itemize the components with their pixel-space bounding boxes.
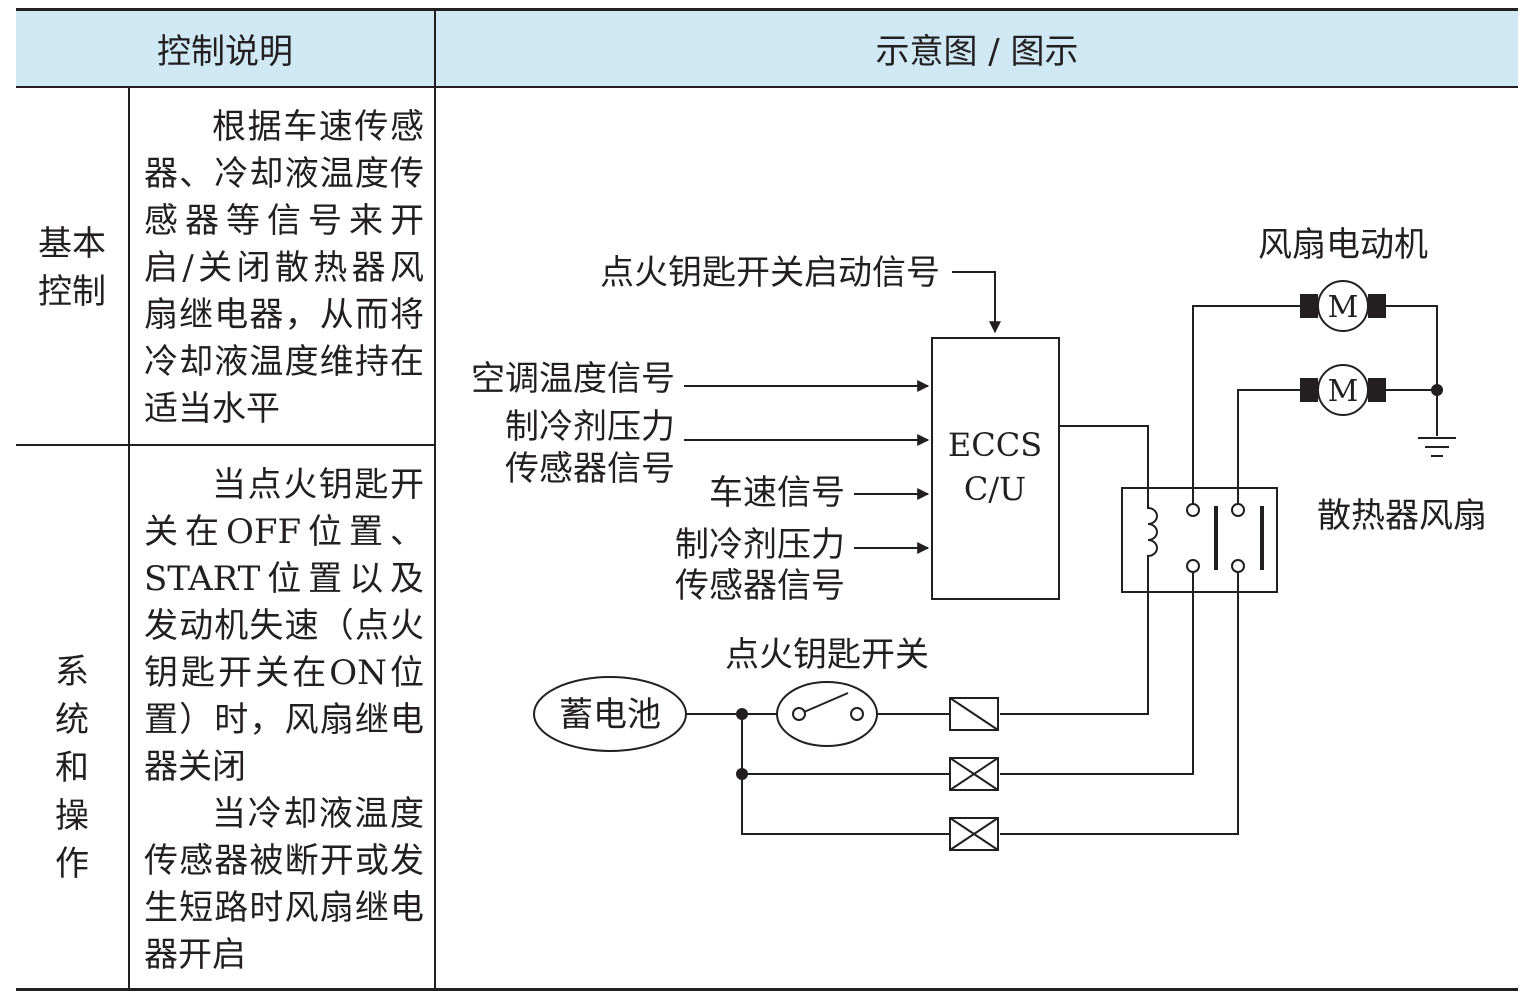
fuse-3-wire [1000, 572, 1239, 835]
fuse-2-diagonal [949, 757, 999, 791]
relay-contact [1231, 559, 1245, 573]
column-divider [434, 10, 436, 990]
ignition-switch-label: 点火钥匙开关 [725, 635, 929, 675]
motor-1-wire [1192, 305, 1300, 504]
system-operation-text-2: 当冷却液温度传感器被断开或发生短路时风扇继电器开启 [144, 794, 424, 975]
fuse-1-diagonal [949, 697, 999, 731]
fuse-2 [949, 757, 999, 791]
row-label-system-operation: 系统和操作 [55, 652, 89, 884]
top-rule [16, 8, 1518, 11]
relay-coil [1147, 498, 1158, 574]
refrigerant-pressure-signal-1-line1: 制冷剂压力 [505, 407, 675, 447]
motor-2-brush [1300, 378, 1318, 402]
row-description-basic-control: 根据车速传感器、冷却液温度传感器等信号来开启/关闭散热器风扇继电器，从而将冷却液… [144, 104, 424, 433]
junction-dot [736, 768, 748, 780]
junction-dot [736, 708, 748, 720]
radiator-fan-label: 散热器风扇 [1317, 496, 1487, 536]
fuse-1 [949, 697, 999, 731]
header-control-description: 控制说明 [157, 31, 293, 72]
ignition-start-signal-arrow [952, 271, 1001, 334]
motor-1-brush [1300, 294, 1318, 318]
ignition-start-signal-label: 点火钥匙开关启动信号 [600, 253, 940, 293]
header-diagram: 示意图 / 图示 [875, 31, 1079, 72]
battery-label: 蓄电池 [559, 695, 661, 735]
row-label-basic-control: 基本控制 [38, 224, 106, 312]
header-rule [16, 86, 1518, 88]
relay-contact [1231, 503, 1245, 517]
switch-contact [792, 707, 806, 721]
relay-contact [1186, 503, 1200, 517]
ecu-label-line1: ECCS [948, 426, 1042, 464]
switch-lever [803, 692, 849, 713]
junction-dot [1431, 384, 1443, 396]
motor-2-brush [1368, 378, 1386, 402]
refrigerant-pressure-signal-1-line2: 传感器信号 [505, 449, 675, 489]
vehicle-speed-signal-label: 车速信号 [709, 473, 845, 513]
motor-1-brush [1368, 294, 1386, 318]
ecu-label-line2: C/U [964, 470, 1026, 508]
bus-wire [741, 714, 950, 835]
motor-1-ground-wire [1386, 305, 1438, 436]
relay-contact [1186, 559, 1200, 573]
fuse-3-diagonal [949, 817, 999, 851]
row-description-system-operation: 当点火钥匙开关在OFF位置、START位置以及发动机失速（点火钥匙开关在ON位置… [144, 462, 424, 979]
coil-to-fuse-wire [1000, 574, 1149, 715]
bottom-rule [16, 988, 1518, 991]
table-header [16, 10, 1518, 86]
system-operation-text-1: 当点火钥匙开关在OFF位置、START位置以及发动机失速（点火钥匙开关在ON位置… [144, 465, 424, 787]
refrigerant-pressure-signal-2-line2: 传感器信号 [675, 566, 845, 606]
fan-motor-label: 风扇电动机 [1258, 225, 1428, 265]
motor-2-wire [1237, 389, 1300, 504]
fuse-2-wire [1000, 572, 1194, 775]
ecu-box [931, 337, 1060, 600]
basic-control-text: 根据车速传感器、冷却液温度传感器等信号来开启/关闭散热器风扇继电器，从而将冷却液… [144, 107, 424, 429]
motor-2-symbol: M [1328, 374, 1359, 409]
row-divider [16, 444, 436, 446]
relay-box [1121, 487, 1278, 593]
ecu-output-wire [1059, 425, 1149, 498]
switch-contact [850, 707, 864, 721]
fuse-3 [949, 817, 999, 851]
label-column-divider [128, 88, 130, 990]
motor-1-symbol: M [1328, 290, 1359, 325]
refrigerant-pressure-signal-2-line1: 制冷剂压力 [675, 525, 845, 565]
ac-temp-signal-label: 空调温度信号 [471, 359, 675, 399]
